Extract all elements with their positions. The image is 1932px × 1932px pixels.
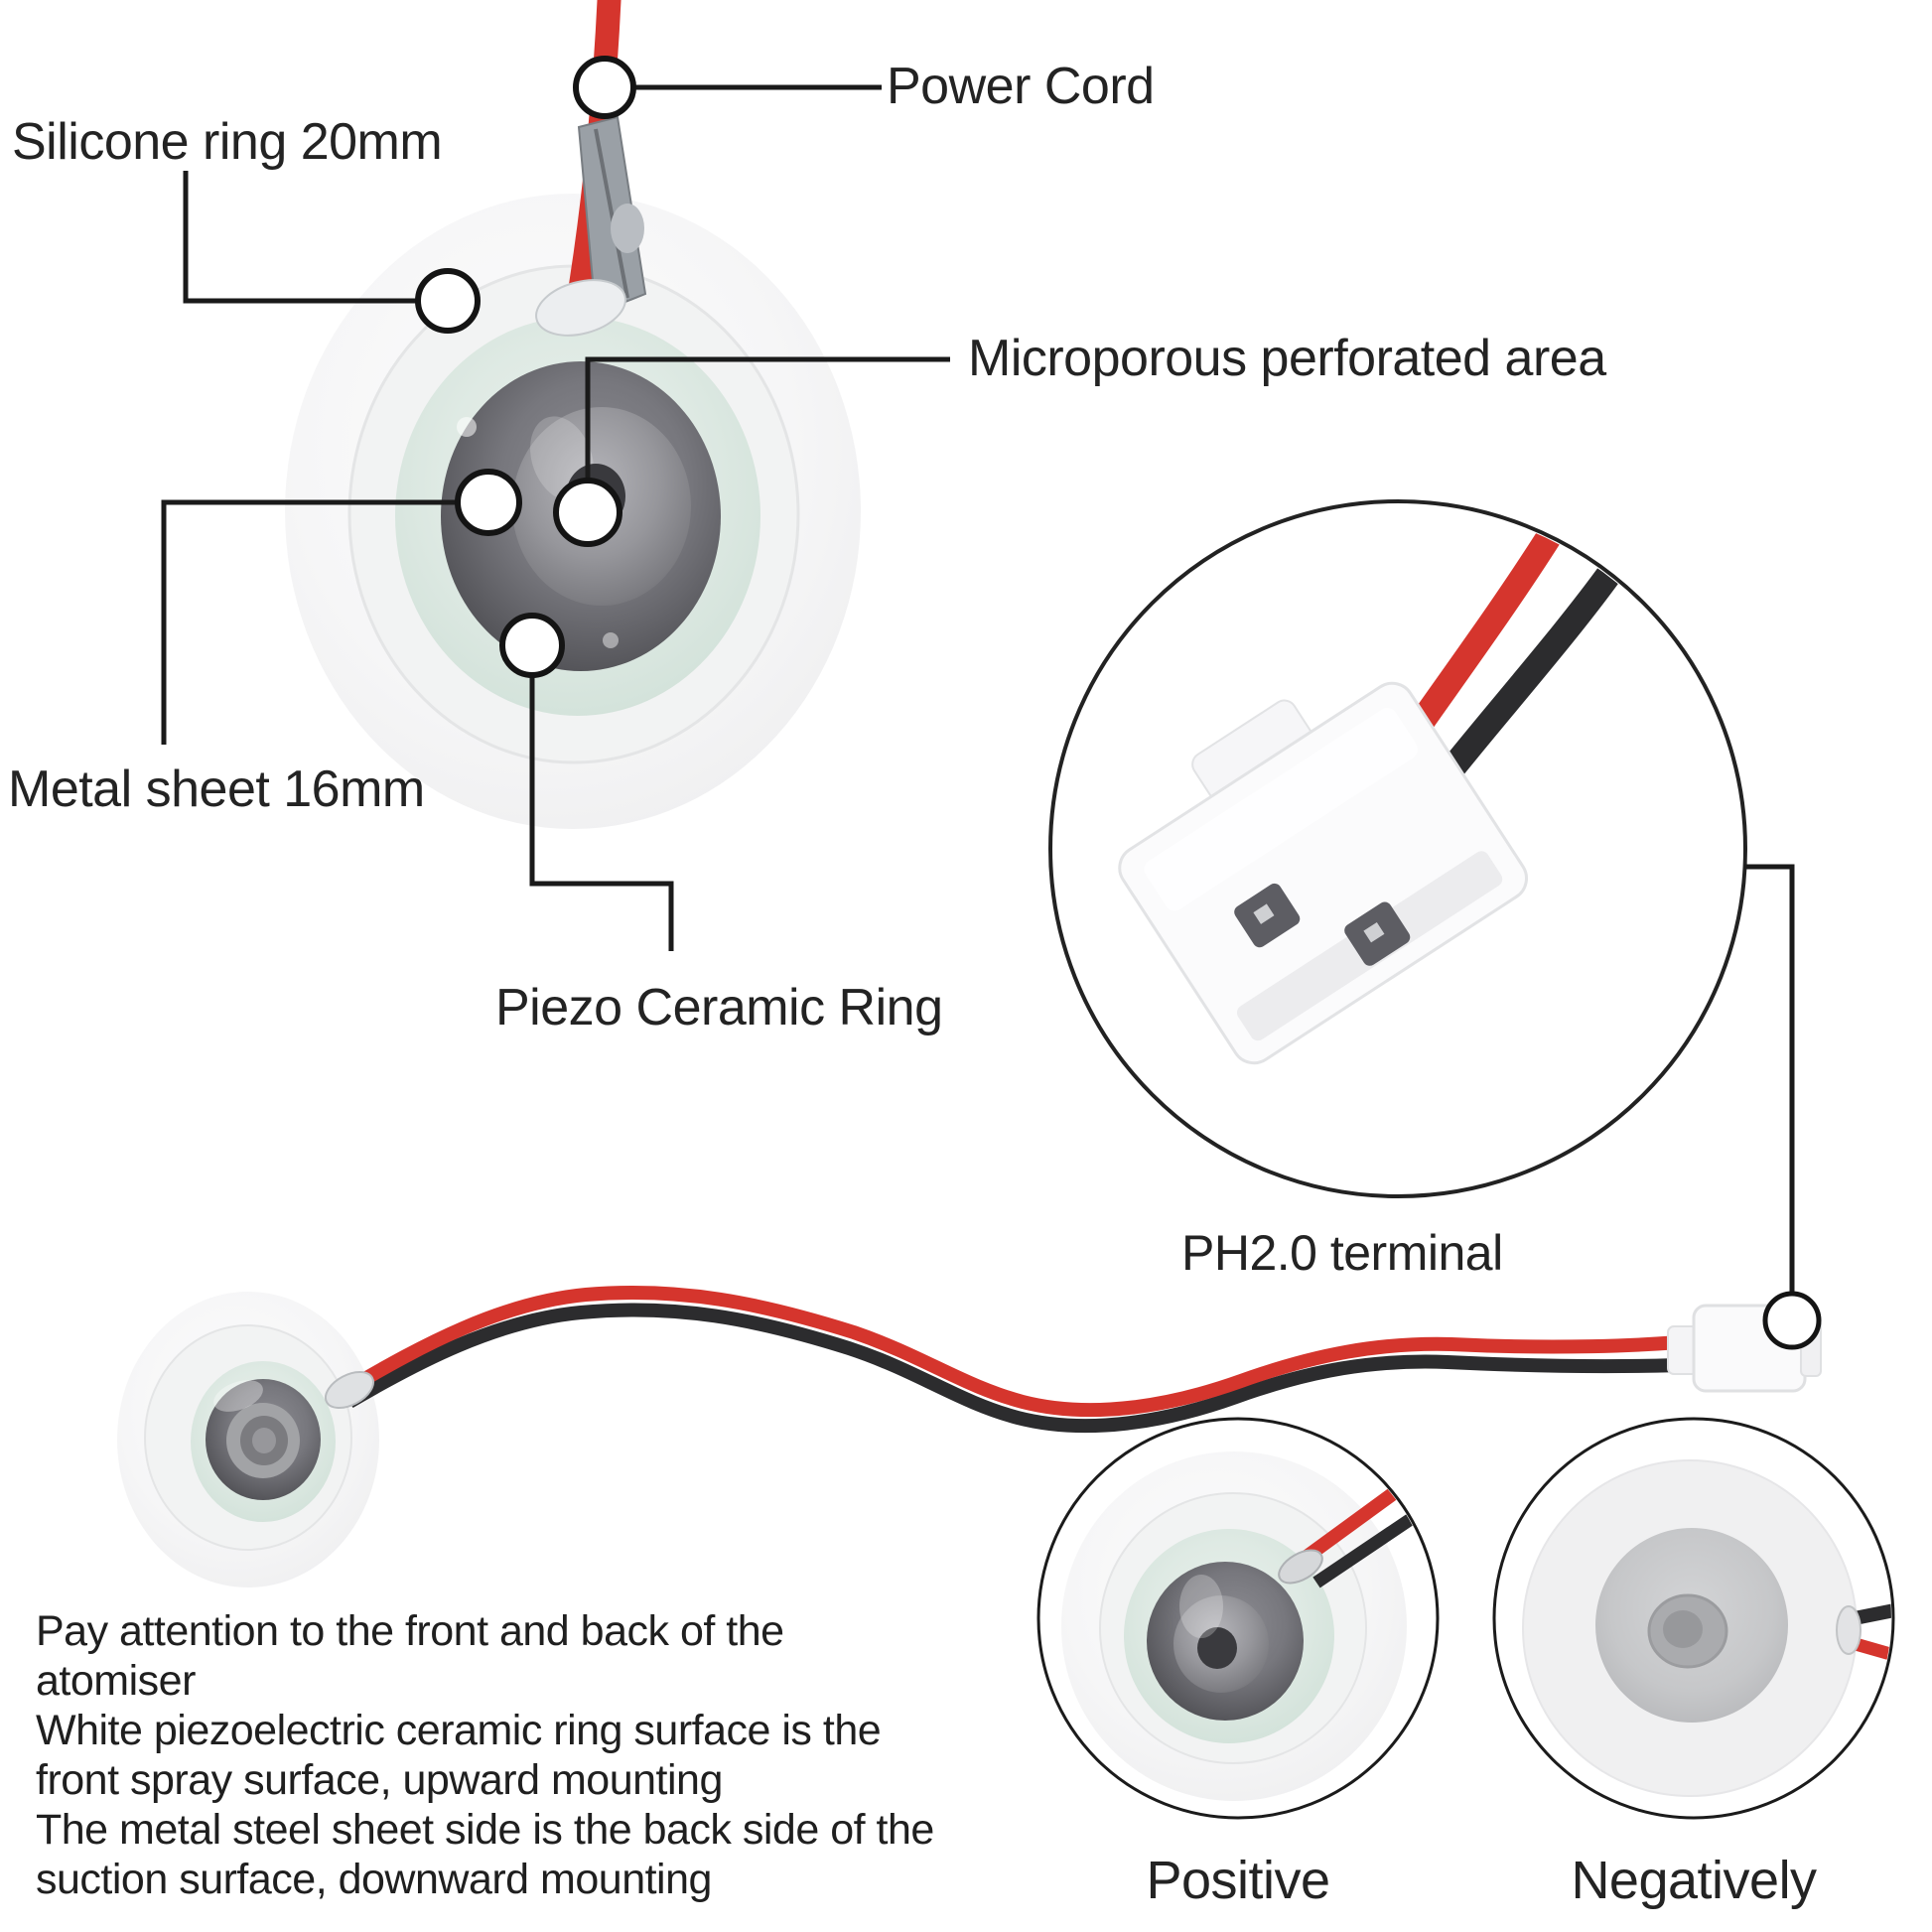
plug-pin (1363, 921, 1385, 943)
callout-line-terminal (1744, 864, 1795, 1293)
note-line: Pay attention to the front and back of t… (36, 1607, 784, 1655)
wire-clip-edge (594, 128, 629, 299)
silicone-ring-label: Silicone ring 20mm (12, 113, 443, 171)
screw-head (611, 204, 644, 253)
note-line: The metal steel sheet side is the back s… (36, 1806, 934, 1854)
callout-circles (415, 56, 636, 678)
cable-disc-dome (252, 1428, 276, 1453)
positive-wire-black (1312, 1511, 1418, 1588)
power-cord-label: Power Cord (887, 58, 1155, 115)
cable-disc-highlight (213, 1380, 263, 1412)
positive-disc-highlight (1179, 1575, 1223, 1638)
callout-line-piezo-ring (529, 676, 674, 951)
callout-line-metal-sheet (161, 499, 457, 745)
negative-side-photo (1492, 1417, 1895, 1820)
note-line: White piezoelectric ceramic ring surface… (36, 1707, 882, 1754)
negative-circle-content (1522, 1459, 1891, 1797)
cable-red (345, 1285, 1703, 1418)
mounting-note: Pay attention to the front and back of t… (36, 1606, 934, 1904)
plug-pin (1253, 903, 1275, 924)
terminal-magnifier (1048, 499, 1795, 1293)
solder-blob (535, 279, 626, 337)
callout-circle-piezo-ring (499, 613, 565, 678)
callout-line-microporous (585, 356, 950, 480)
note-line: suction surface, downward mounting (36, 1856, 712, 1903)
negative-caption: Negatively (1571, 1851, 1817, 1910)
positive-wire-red (1302, 1481, 1407, 1563)
callout-circle-silicone-ring (415, 268, 481, 334)
plug-body-highlight (1144, 707, 1419, 911)
callout-circle-metal-sheet (455, 469, 522, 536)
cable-black (345, 1303, 1707, 1434)
ph2-connector-plug (1118, 681, 1529, 1065)
metal-sheet-label: Metal sheet 16mm (8, 760, 425, 818)
piezo-ring-label: Piezo Ceramic Ring (495, 979, 943, 1036)
metal-glint (457, 417, 477, 437)
note-line: atomiser (36, 1657, 196, 1705)
positive-circle-content (1061, 1451, 1418, 1801)
negative-disc-dome-center (1663, 1610, 1703, 1648)
positive-wire-crimp (1278, 1549, 1323, 1585)
note-line: front spray surface, upward mounting (36, 1756, 723, 1804)
microporous-label: Microporous perforated area (968, 330, 1606, 387)
magnifier-content (1118, 527, 1623, 1065)
plug-body (1118, 681, 1529, 1065)
callout-circle-power-cord (573, 56, 636, 119)
callout-circle-terminal (1762, 1291, 1822, 1350)
positive-disc-hole (1197, 1627, 1237, 1669)
callout-line-silicone-ring (183, 171, 417, 304)
negative-wire-crimp (1836, 1605, 1862, 1655)
atomizer-with-cable-photo (117, 1285, 1822, 1587)
terminal-label: PH2.0 terminal (1181, 1225, 1503, 1281)
callout-circle-microporous (553, 478, 622, 547)
metal-glint (603, 632, 619, 648)
positive-side-photo (1036, 1417, 1440, 1820)
positive-caption: Positive (1146, 1851, 1330, 1910)
cable-crimp (324, 1370, 375, 1410)
callout-lines (161, 84, 950, 951)
